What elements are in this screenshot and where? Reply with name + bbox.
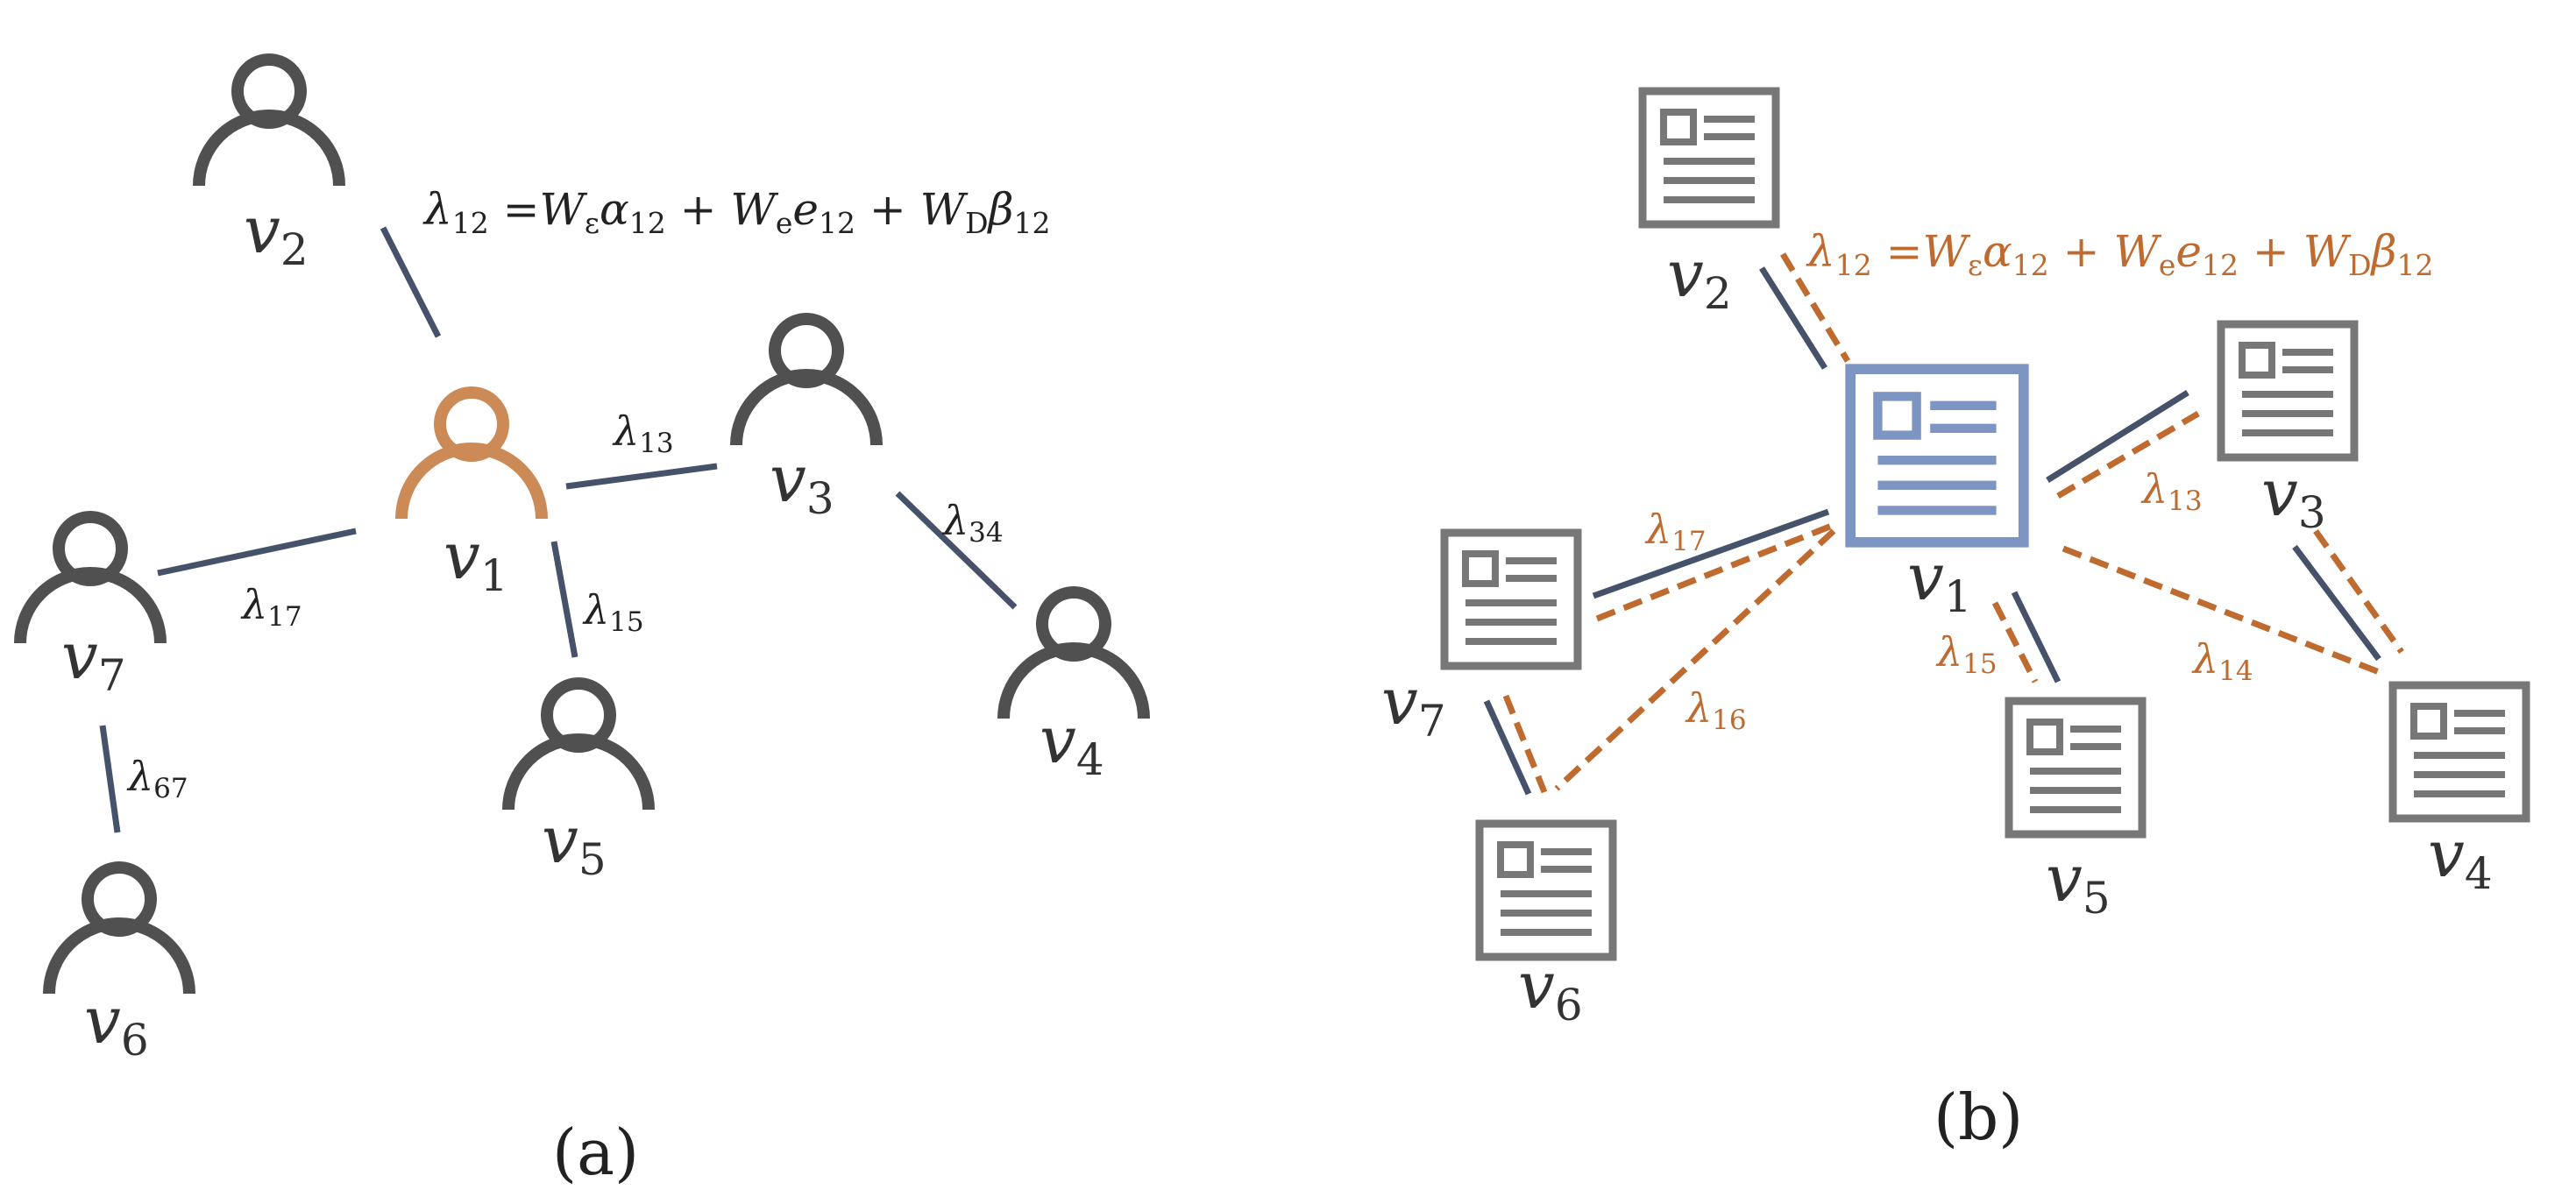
person-icon (1004, 592, 1144, 719)
edge-label-17: λ17 (240, 581, 302, 633)
panel-b: v2 v1 v3 v4 v5 v6 v7 λ13 λ15 λ17 λ14 λ16… (1381, 91, 2526, 1154)
edge-label-16: λ16 (1685, 684, 1747, 736)
person-icon (49, 868, 189, 994)
edge-v1-v2-dashed (1780, 252, 1850, 363)
edge-v1-v3-solid (2046, 390, 2189, 483)
edge-v1-v5 (550, 541, 578, 658)
caption-b: (b) (1934, 1080, 2023, 1154)
edge-v7-v6-solid (1483, 699, 1532, 796)
edge-label-13: λ13 (612, 407, 674, 459)
edge-v1-v7 (157, 528, 357, 577)
document-icon (2009, 701, 2142, 834)
node-label-v5: v5 (2046, 841, 2111, 924)
panel-b-solid-edges (1483, 266, 2381, 796)
document-icon (1480, 824, 1613, 957)
node-label-v3: v3 (2261, 456, 2326, 538)
person-icon (736, 319, 876, 445)
edge-label-67: λ67 (126, 753, 188, 804)
document-icon (1444, 533, 1578, 666)
node-label-v1: v1 (444, 519, 508, 601)
node-label-v7: v7 (1381, 664, 1446, 747)
edge-v1-v6-dashed (1554, 528, 1836, 791)
document-icon (1643, 91, 1776, 224)
node-label-v5: v5 (542, 803, 607, 885)
formula-b: λ12 =Wεα12 + Wee12 + WDβ12 (1806, 226, 2433, 282)
person-icon (401, 393, 542, 519)
node-label-v4: v4 (2428, 817, 2493, 899)
caption-a: (a) (552, 1115, 639, 1189)
edge-v1-v5-dashed (1991, 601, 2039, 683)
panel-b-dashed-edges (1502, 252, 2404, 794)
edge-label-14: λ14 (2191, 635, 2253, 687)
edge-v1-v7-solid (1592, 508, 1830, 599)
panel-a-edges (99, 226, 1018, 833)
node-label-v6: v6 (1518, 948, 1583, 1030)
edge-v7-v6-dashed (1502, 694, 1548, 794)
document-icon (1850, 369, 2024, 542)
edge-v3-v4-solid (2292, 544, 2381, 662)
edge-label-15: λ15 (582, 586, 644, 638)
node-label-v2: v2 (1667, 237, 1732, 319)
edge-v1-v7-dashed (1595, 522, 1834, 622)
node-label-v6: v6 (84, 983, 149, 1066)
edge-label-17: λ17 (1644, 506, 1707, 557)
document-icon (2393, 685, 2526, 818)
edge-label-34: λ34 (941, 497, 1004, 549)
edge-v1-v5-solid (2011, 591, 2062, 683)
node-label-v3: v3 (770, 442, 834, 524)
person-icon (199, 60, 339, 186)
edge-label-13: λ13 (2140, 465, 2203, 517)
person-icon (508, 683, 649, 810)
node-label-v1: v1 (1907, 540, 1972, 622)
panel-a: v2 v1 v3 v4 v5 v6 v7 λ13 λ34 λ15 λ17 λ67… (20, 60, 1144, 1189)
edge-v3-v4-dashed (2313, 528, 2404, 655)
node-label-v7: v7 (61, 619, 126, 701)
document-icon (2221, 324, 2354, 457)
edge-v3-v4 (895, 491, 1018, 610)
formula-a: λ12 =Wεα12 + Wee12 + WDβ12 (422, 184, 1050, 240)
edge-v1-v3 (565, 463, 718, 490)
edge-v1-v2 (380, 226, 442, 338)
node-label-v4: v4 (1040, 703, 1104, 785)
edge-v1-v2-solid (1759, 266, 1827, 370)
edge-label-15: λ15 (1935, 628, 1998, 680)
edge-v1-v3-dashed (2056, 410, 2200, 499)
node-label-v2: v2 (244, 193, 309, 275)
edge-v7-v6 (99, 725, 121, 833)
